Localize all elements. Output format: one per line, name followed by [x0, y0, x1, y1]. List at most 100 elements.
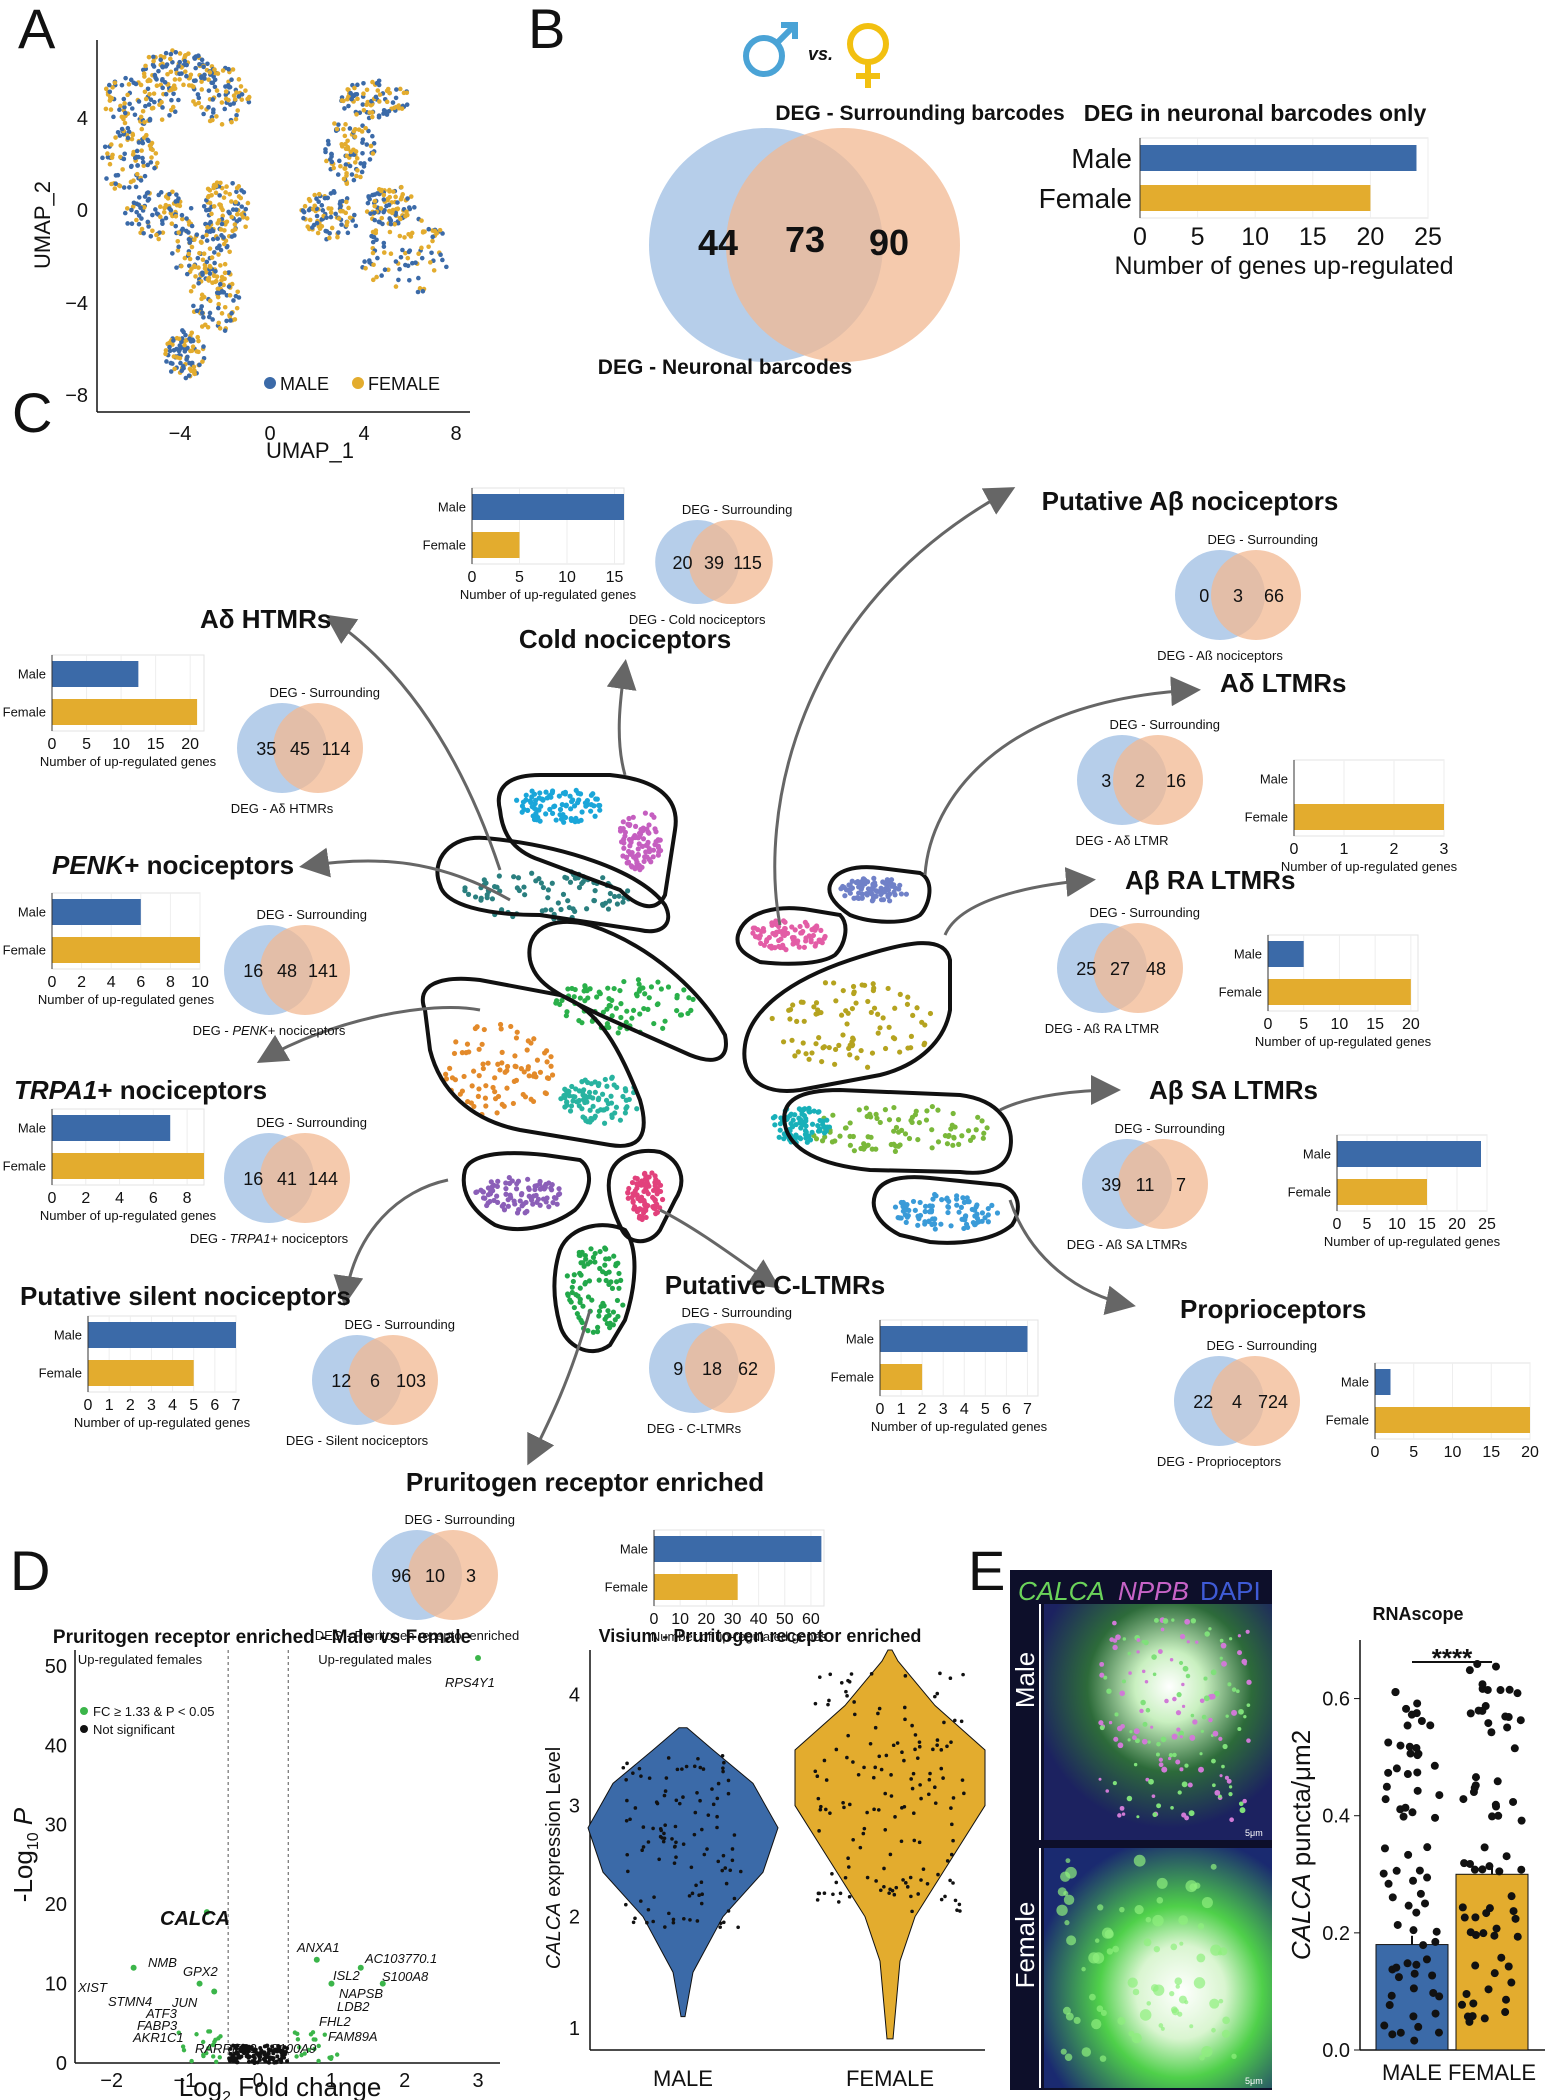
- umap-point: [188, 339, 194, 344]
- volcano-point-sig: [196, 1980, 203, 1987]
- rnascope-point: [1460, 1859, 1469, 1868]
- umap-point: [395, 220, 401, 226]
- volcano-point-ns: [236, 2053, 241, 2058]
- umap-point: [210, 236, 216, 242]
- tick-label: 20: [181, 736, 199, 753]
- umap-point: [148, 234, 154, 239]
- rnascope-point: [1391, 1687, 1400, 1696]
- umap-point: [191, 78, 197, 84]
- violin-point: [646, 1907, 651, 1912]
- umap-point: [332, 121, 337, 126]
- rnascope-point: [1478, 1680, 1487, 1689]
- cluster-point: [543, 1199, 549, 1205]
- tick-label: 2: [81, 1190, 90, 1207]
- cluster-point: [979, 1118, 985, 1124]
- umap-point: [170, 251, 175, 256]
- cluster-point: [579, 809, 585, 815]
- bar-male: [1375, 1369, 1391, 1395]
- umap-point: [147, 118, 153, 123]
- cluster-point: [560, 811, 566, 818]
- rnascope-point: [1459, 1795, 1468, 1804]
- punctum: [1224, 1775, 1229, 1780]
- violin-point: [700, 1892, 704, 1897]
- umap-point: [315, 230, 321, 236]
- punctum: [1133, 1728, 1140, 1735]
- violin-point: [631, 1920, 636, 1925]
- rnascope-point: [1434, 2028, 1443, 2037]
- umap-point: [207, 271, 213, 276]
- cluster-point: [586, 1089, 593, 1096]
- umap-point: [217, 326, 223, 331]
- umap-point: [341, 176, 347, 182]
- punctum: [1237, 1634, 1241, 1638]
- cluster-point: [532, 1183, 538, 1189]
- cluster-point: [556, 1186, 562, 1192]
- umap-point: [347, 126, 353, 131]
- rnascope-point: [1392, 1963, 1401, 1972]
- venn-top-label: DEG - Surrounding: [1207, 532, 1318, 547]
- rnascope-point: [1484, 1985, 1493, 1994]
- umap-point: [344, 181, 350, 187]
- umap-point: [354, 156, 360, 161]
- cluster-point: [654, 1201, 660, 1207]
- umap-point: [189, 360, 195, 366]
- violin-point: [848, 1802, 852, 1807]
- cluster-point: [524, 1208, 530, 1214]
- rnascope-point: [1413, 1768, 1422, 1777]
- violin-point: [647, 1776, 652, 1780]
- bar-male: [88, 1322, 236, 1348]
- violin-point: [723, 1866, 728, 1870]
- cluster-point: [878, 897, 885, 903]
- rnascope-point: [1495, 1867, 1504, 1876]
- cluster-point: [830, 1112, 836, 1118]
- cluster-point: [902, 1131, 909, 1137]
- volcano-point-ns: [228, 2046, 233, 2051]
- violin-point: [664, 1776, 669, 1780]
- volcano-ytick: 0: [56, 2053, 67, 2075]
- cluster-point: [549, 810, 556, 816]
- umap-point: [404, 102, 410, 107]
- cluster-point: [813, 925, 819, 932]
- umap-point: [196, 265, 201, 270]
- bar-male: [880, 1326, 1028, 1352]
- umap-point: [227, 84, 233, 90]
- volcano-point-sig: [328, 1980, 335, 1987]
- umap-point: [213, 268, 218, 274]
- violin-point: [633, 1916, 637, 1921]
- rnascope-point: [1388, 2030, 1397, 2039]
- umap-point: [217, 281, 223, 287]
- punctum: [1213, 1690, 1220, 1697]
- umap-point: [184, 73, 189, 79]
- cluster-point: [533, 1192, 539, 1198]
- punctum: [1120, 1723, 1125, 1729]
- cluster-point: [515, 1178, 522, 1184]
- cluster-point: [481, 877, 487, 883]
- punctum: [1196, 1953, 1206, 1963]
- umap-point: [122, 151, 127, 157]
- umap-point: [130, 204, 136, 209]
- cluster-point: [607, 1325, 613, 1331]
- volcano-point-sig: [379, 1980, 386, 1987]
- umap-point: [148, 160, 154, 165]
- punctum: [1073, 2016, 1081, 2024]
- umap-point: [440, 257, 445, 263]
- cluster-point: [846, 887, 852, 893]
- cluster-point: [603, 1097, 610, 1103]
- cluster-point: [568, 1103, 575, 1109]
- punctum: [1237, 1650, 1243, 1656]
- venn-mid-count: 48: [277, 961, 297, 981]
- violin-point: [843, 1875, 848, 1880]
- umap-point: [193, 65, 198, 71]
- violin-point: [873, 1725, 878, 1730]
- violin-point: [813, 1769, 818, 1774]
- venn-left-count: 12: [331, 1371, 351, 1391]
- cluster-point: [567, 879, 574, 885]
- violin-point: [692, 1764, 697, 1769]
- punctum: [1112, 1638, 1118, 1643]
- cluster-point: [895, 1129, 902, 1135]
- umap-point: [331, 188, 337, 194]
- cluster-point: [891, 1104, 897, 1111]
- volcano-point-sig: [316, 2043, 321, 2049]
- umap-point: [338, 163, 343, 169]
- violin-point: [911, 1811, 916, 1816]
